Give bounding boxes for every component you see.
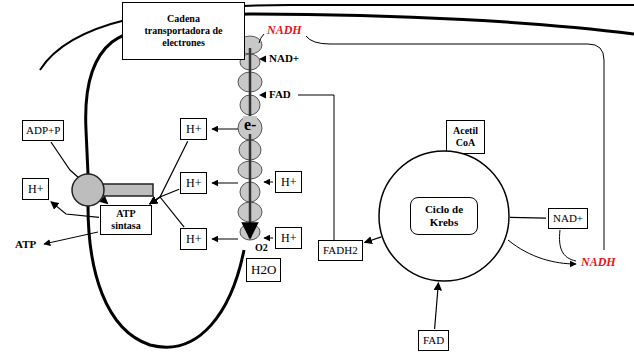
proton-arrow: [264, 182, 273, 183]
nadh-arrow: [259, 34, 264, 43]
molecule-label: O2: [254, 242, 269, 254]
proton-arrow: [264, 238, 273, 239]
box-text: ADP+P: [26, 124, 60, 137]
enzyme-box: ATP sintasa: [100, 205, 152, 235]
fad-arrow: [259, 92, 266, 99]
nad-arrow: [259, 56, 266, 63]
box-text: H+: [186, 122, 201, 136]
proton-arrow: [212, 129, 238, 130]
box-text: Cadena transportadora de electrones: [143, 13, 224, 49]
box-text: H+: [186, 176, 201, 190]
box-text: H+: [28, 182, 43, 196]
process-box: Cadena transportadora de electrones: [122, 2, 245, 60]
molecule-label: NAD+: [268, 52, 300, 65]
box-text: H+: [186, 232, 201, 246]
box-text: H+: [281, 175, 296, 189]
proton-arrow: [212, 239, 238, 240]
proton-box: H+: [180, 228, 207, 250]
proton-arrow: [212, 183, 238, 184]
proton-box: H+: [275, 227, 302, 249]
proton-box: H+: [180, 172, 207, 194]
electron-chain: [238, 36, 262, 240]
molecule-label: FAD: [268, 88, 292, 101]
synthase-head: [72, 174, 104, 206]
nadh-output-arrow: [508, 240, 576, 264]
box-text: FAD: [423, 334, 444, 347]
substrate-box: Acetil CoA: [446, 120, 485, 154]
cycle-circle-outline: [379, 151, 509, 281]
electron-flow-arrow: [249, 48, 252, 238]
box-text: FADH2: [323, 244, 358, 257]
cycle-title: Ciclo de Krebs: [410, 197, 478, 235]
box-text: Acetil CoA: [453, 125, 478, 149]
connector-arrow: [435, 283, 439, 329]
product-box: H2O: [246, 258, 281, 282]
molecule-label: ATP: [14, 238, 37, 251]
inner-membrane-crista: [88, 206, 244, 347]
inner-membrane: [86, 14, 634, 174]
box-text: NAD+: [553, 212, 583, 225]
connector-arrow: [510, 217, 546, 219]
atp-arrow: [44, 232, 98, 244]
substrate-box: ADP+P: [22, 120, 64, 141]
molecule-label: NADH: [580, 256, 617, 270]
proton-box: H+: [180, 118, 207, 140]
molecule-label: NADH: [266, 24, 303, 38]
nadh-line: [306, 36, 604, 250]
nad-to-nadh-line: [560, 230, 576, 261]
molecule-box: NAD+: [548, 208, 588, 229]
molecule-box: FADH2: [318, 240, 363, 261]
synthase-bar: [103, 184, 153, 196]
proton-box: H+: [275, 171, 302, 193]
box-text: ATP sintasa: [104, 208, 148, 232]
connector-arrow: [365, 237, 382, 243]
box-text: H2O: [251, 262, 276, 278]
box-text: H+: [281, 231, 296, 245]
electron-label: e-: [243, 116, 257, 134]
cycle-circle: Ciclo de Krebs: [378, 150, 510, 282]
proton-box: H+: [22, 178, 49, 200]
fadh2-line: [298, 95, 334, 240]
connector-arrow: [150, 197, 184, 227]
molecule-box: FAD: [418, 330, 449, 351]
